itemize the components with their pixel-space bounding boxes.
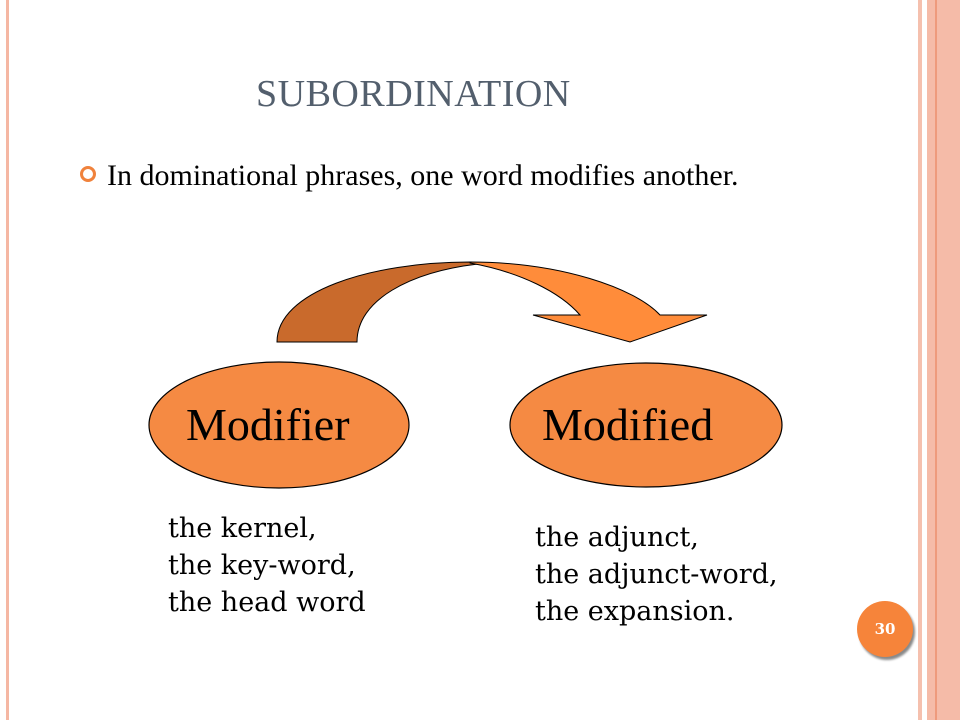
list-item: the kernel, [168, 513, 317, 544]
modified-list: the adjunct, the adjunct-word, the expan… [535, 519, 778, 630]
bullet-ring-icon [80, 166, 96, 182]
slide-title: SUBORDINATION [256, 73, 571, 115]
modifier-ellipse [148, 361, 410, 489]
bullet-text: In dominational phrases, one word modifi… [107, 159, 739, 192]
modifier-label: Modifier [186, 399, 350, 450]
list-item: the key-word, [168, 550, 356, 581]
modified-ellipse [509, 362, 783, 488]
list-item: the adjunct, [535, 522, 699, 553]
modifier-list: the kernel, the key-word, the head word [168, 510, 366, 621]
right-border-stripe [918, 0, 922, 720]
list-item: the head word [168, 587, 366, 618]
list-item: the adjunct-word, [535, 559, 778, 590]
page-number-badge: 30 [857, 601, 913, 657]
curved-arrow-right-segment [469, 261, 708, 343]
modified-label: Modified [542, 399, 714, 450]
left-border [6, 0, 9, 720]
right-border-line [935, 0, 937, 720]
right-border-band [927, 0, 960, 720]
curved-arrow-left-segment [276, 261, 479, 343]
list-item: the expansion. [535, 596, 735, 627]
